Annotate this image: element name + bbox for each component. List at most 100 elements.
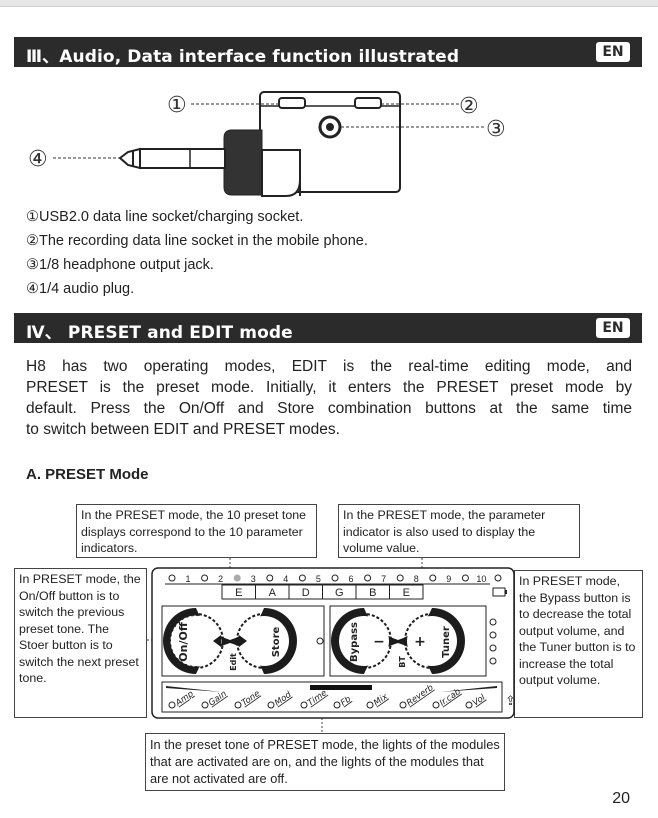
edit-label: Edit [229, 653, 238, 671]
side-led [489, 631, 497, 639]
scale-led [429, 574, 437, 582]
note-top-right: In the PRESET mode, the parameter indica… [338, 504, 580, 558]
prev-arrow-icon [213, 635, 221, 647]
intro-line: default. Press the On/Off and Store comb… [26, 400, 632, 417]
store-label: Store [271, 627, 282, 658]
en-badge: EN [596, 42, 630, 62]
scale-number: 6 [348, 574, 353, 584]
module-led [267, 701, 275, 709]
scale-number: 10 [476, 574, 486, 584]
strip-wedge-right [440, 686, 497, 692]
callout-2: ② [459, 94, 479, 119]
string-letter: E [235, 587, 242, 599]
store-button[interactable] [239, 616, 289, 666]
module-led [399, 701, 407, 709]
scale-led [461, 574, 469, 582]
string-letter: E [403, 587, 410, 599]
scale-led [298, 574, 306, 582]
intro-line: to switch between EDIT and PRESET modes. [26, 421, 340, 438]
list-item-recording: ②The recording data line socket in the m… [26, 233, 368, 249]
section-4-header: Ⅳ、 PRESET and EDIT mode EN [14, 313, 642, 343]
edit-led [316, 637, 324, 645]
tuner-label: Tuner [441, 626, 452, 658]
strip-wedge-left [166, 686, 222, 692]
side-led [489, 657, 497, 665]
scale-number: 3 [251, 574, 256, 584]
plus-icon: + [414, 634, 426, 650]
top-rule [0, 0, 658, 6]
battery-icon [492, 587, 506, 597]
note-right: In PRESET mode, the Bypass button is to … [514, 570, 643, 718]
headphone-jack-hole [326, 123, 334, 131]
module-led [465, 701, 473, 709]
usb-socket-2 [354, 97, 382, 109]
string-letter: A [269, 587, 277, 599]
plug-tip [118, 147, 141, 170]
en-badge: EN [596, 318, 630, 338]
scale-number: 5 [316, 574, 321, 584]
scale-led [396, 574, 404, 582]
scale-number: 8 [414, 574, 419, 584]
scale-led [201, 574, 209, 582]
scale-led [233, 574, 241, 582]
strip-center-bar [310, 685, 372, 690]
note-bottom: In the preset tone of PRESET mode, the l… [145, 733, 505, 791]
usb-socket-1 [278, 97, 306, 109]
top-rule-line [0, 6, 658, 7]
module-led [201, 701, 209, 709]
section-4-title: Ⅳ、 PRESET and EDIT mode [26, 323, 293, 343]
scale-number: 9 [446, 574, 451, 584]
section-3-header: Ⅲ、Audio, Data interface function illustr… [14, 37, 642, 67]
module-label: Fb [339, 694, 353, 708]
scale-number: 2 [218, 574, 223, 584]
callout-3: ③ [486, 117, 506, 142]
bypass-button[interactable] [339, 616, 389, 666]
list-item-usb: ①USB2.0 data line socket/charging socket… [26, 209, 304, 225]
onoff-label: On/Off [177, 622, 190, 662]
store-ring [236, 613, 292, 669]
scale-led [168, 574, 176, 582]
module-led [333, 701, 341, 709]
battery-tip [505, 590, 507, 594]
note-top-left: In the PRESET mode, the 10 preset tone d… [76, 504, 317, 558]
module-led [432, 701, 440, 709]
scale-leds [168, 574, 502, 582]
list-item-audio-plug: ④1/4 audio plug. [26, 281, 135, 297]
bypass-ring [336, 613, 392, 669]
tuner-button[interactable] [407, 616, 457, 666]
string-letter: G [335, 587, 344, 599]
module-led [300, 701, 308, 709]
section-3-title: Ⅲ、Audio, Data interface function illustr… [26, 47, 460, 67]
string-letter: B [369, 587, 376, 599]
scale-led [331, 574, 339, 582]
onoff-ring [168, 613, 224, 669]
string-letter-box [389, 584, 424, 600]
tuner-ring [404, 613, 460, 669]
scale-led [494, 574, 502, 582]
side-led [489, 618, 497, 626]
callout-1: ① [167, 93, 187, 118]
side-led [489, 644, 497, 652]
usb-icon: ⇪ [505, 694, 516, 709]
note-left: In PRESET mode, the On/Off button is to … [14, 568, 147, 718]
callout-4: ④ [28, 147, 48, 172]
module-led [168, 701, 176, 709]
subheading: A. PRESET Mode [26, 466, 149, 483]
bypass-label: Bypass [349, 622, 360, 662]
string-letter: D [302, 587, 310, 599]
scale-led [266, 574, 274, 582]
minus-icon: − [373, 634, 385, 650]
bt-label: BT [398, 656, 407, 668]
page-number: 20 [612, 790, 630, 807]
intro-line: PRESET is the preset mode. Initially, it… [26, 379, 632, 396]
intro-line: H8 has two operating modes, EDIT is the … [26, 358, 632, 375]
list-item-headphone: ③1/8 headphone output jack. [26, 257, 214, 273]
scale-number: 7 [381, 574, 386, 584]
scale-number: 1 [185, 574, 190, 584]
module-led [366, 701, 374, 709]
plug-housing-dark [223, 129, 263, 196]
